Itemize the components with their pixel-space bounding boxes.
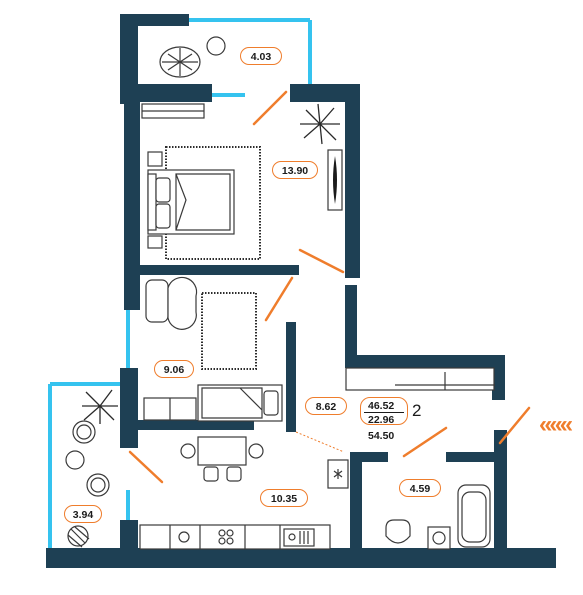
windows: [48, 18, 312, 548]
doors: [128, 90, 531, 484]
room-area-badge-hall: 8.62: [305, 397, 347, 415]
room-area-badge-balcony-top: 4.03: [240, 47, 282, 65]
room-area-badge-balcony-left: 3.94: [64, 505, 102, 523]
room-area-badge-bedroom: 13.90: [272, 161, 318, 179]
bathroom-furniture: [385, 484, 491, 550]
balcony-top-furniture: [159, 36, 226, 78]
walls: [46, 14, 556, 568]
living-area: 46.52: [368, 400, 395, 412]
room-area-badge-kitchen: 10.35: [260, 489, 308, 507]
summary-frame: [360, 397, 408, 425]
room-area-badge-kids-room: 9.06: [154, 360, 194, 378]
plant-icon: [300, 103, 340, 145]
kids-room-furniture: [143, 276, 283, 422]
summary-divider: [364, 412, 404, 413]
hall-furniture: [345, 367, 495, 391]
room-area-badge-bathroom: 4.59: [399, 479, 441, 497]
kitchen-area: 22.96: [368, 414, 395, 426]
balcony-left-furniture: [65, 389, 118, 548]
kitchen-furniture: [139, 436, 349, 550]
bedroom-furniture: [141, 103, 343, 260]
total-area: 54.50: [368, 430, 395, 442]
entrance-arrow-icon: «««: [539, 411, 573, 438]
room-count: 2: [412, 401, 422, 420]
area-summary: 46.52 22.96 54.50 2: [360, 397, 430, 447]
plant-icon: [82, 389, 118, 424]
